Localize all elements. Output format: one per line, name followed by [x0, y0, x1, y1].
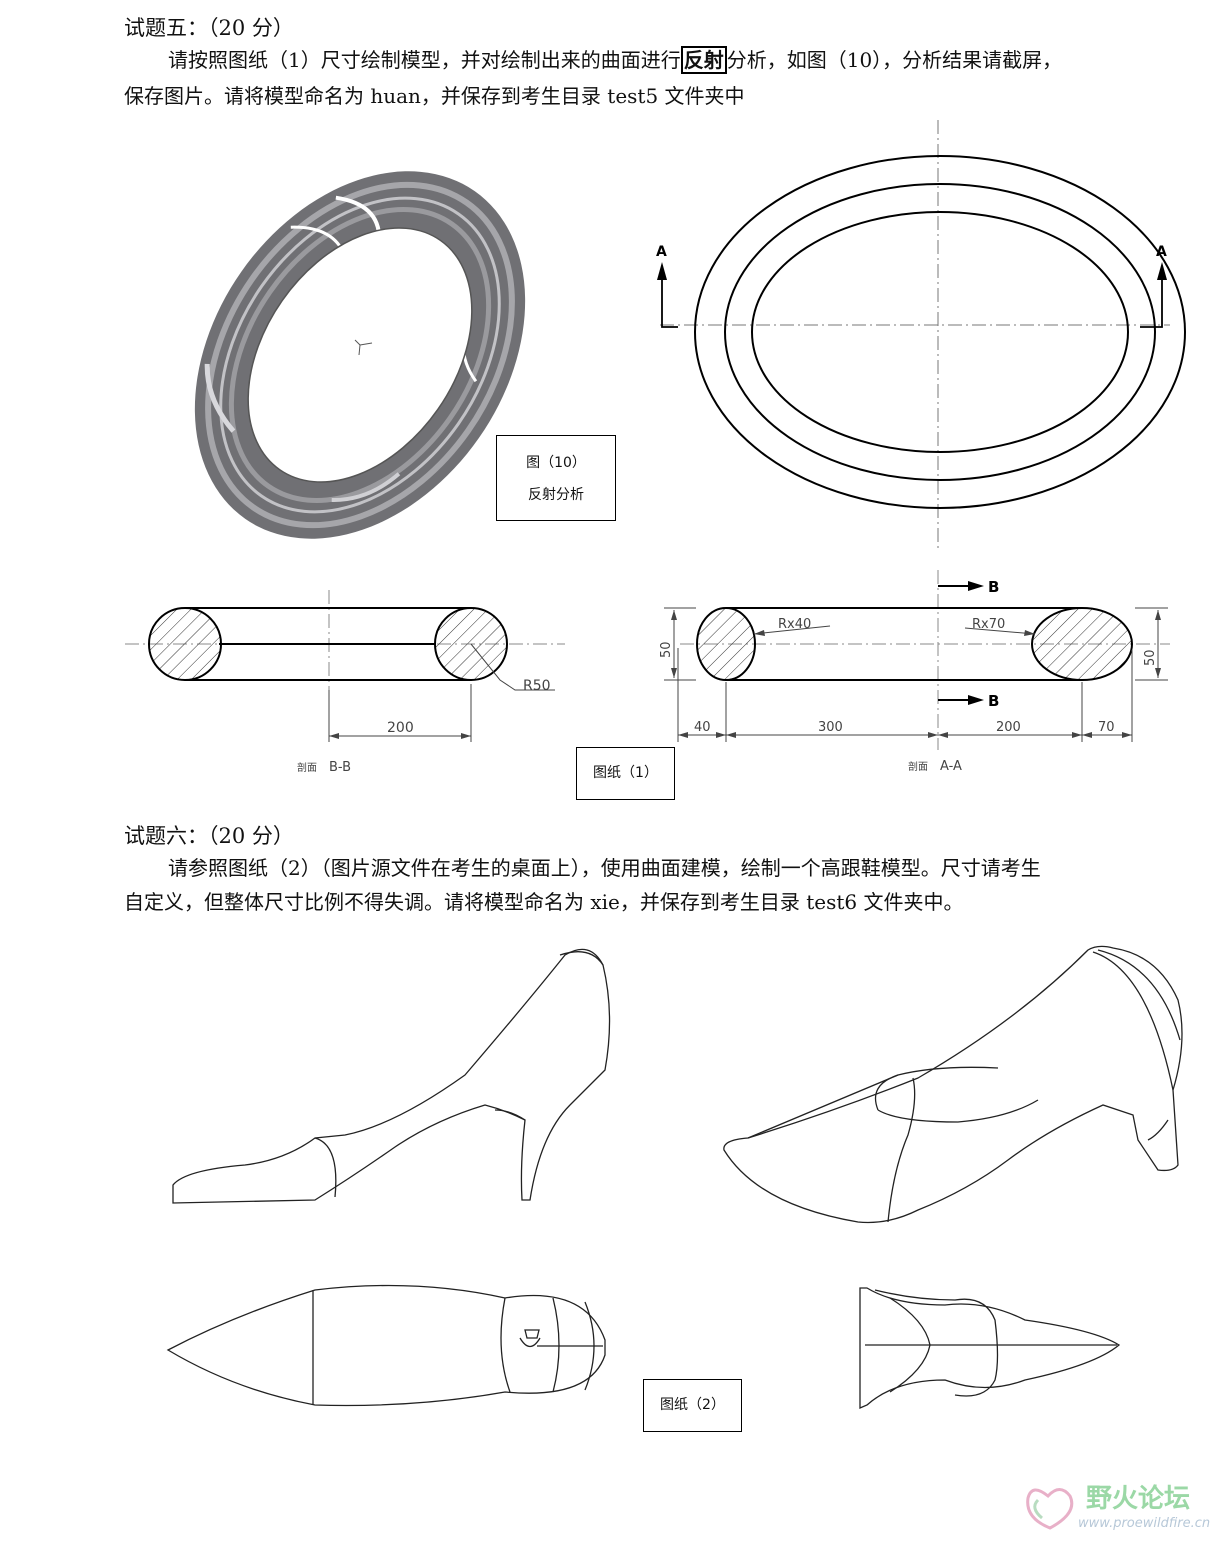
- section-arrow-b-bottom: B: [938, 692, 999, 710]
- dim-50-right: 50: [1143, 649, 1158, 666]
- inner-ring-edge: [751, 211, 1129, 453]
- q5-highlight-word: 反射: [680, 46, 727, 74]
- q5-line1-pre: 请按照图纸（1）尺寸绘制模型，并对绘制出来的曲面进行: [168, 48, 681, 72]
- svg-text:A: A: [1156, 244, 1167, 260]
- q5-paragraph: 请按照图纸（1）尺寸绘制模型，并对绘制出来的曲面进行反射分析，如图（10），分析…: [124, 42, 1184, 78]
- dim-200-left: 200: [387, 720, 414, 736]
- bb-left-section: [148, 607, 222, 681]
- dim-200-right: 200: [996, 720, 1021, 735]
- torus-reflection-render: [194, 171, 526, 539]
- section-arrow-b-top: B: [938, 578, 999, 596]
- torus-top-view: A A: [656, 120, 1186, 550]
- shoe-top-view: [859, 1287, 1121, 1409]
- section-arrow-a-left: A: [656, 244, 678, 328]
- q5-line1-post: 分析，如图（10），分析结果请截屏，: [726, 48, 1063, 72]
- shoe-perspective-view: [723, 945, 1183, 1224]
- q6-line2: 自定义，但整体尺寸比例不得失调。请将模型命名为 xie，并保存到考生目录 tes…: [124, 890, 964, 914]
- section-bb-view: R50 200 剖面 B-B: [125, 590, 565, 775]
- dim-r50: R50: [523, 678, 551, 694]
- aa-section-id: A-A: [940, 759, 962, 774]
- bb-section-id: B-B: [329, 760, 351, 775]
- middle-ring-edge: [724, 183, 1156, 481]
- svg-text:A: A: [656, 244, 667, 260]
- q6-title: 试题六：（20 分）: [124, 824, 294, 848]
- bb-section-word: 剖面: [297, 761, 317, 774]
- csys-icon: [354, 339, 373, 356]
- svg-text:B: B: [988, 692, 999, 710]
- drawing2-caption: 图纸（2）: [643, 1379, 742, 1432]
- dim-rx70: Rx70: [972, 617, 1005, 632]
- shoe-side-view: [172, 948, 611, 1204]
- aa-right-section: [1031, 607, 1133, 681]
- section-arrow-a-right: A: [1140, 244, 1167, 328]
- aa-section-word: 剖面: [908, 760, 928, 773]
- dim-300: 300: [818, 720, 843, 735]
- svg-text:B: B: [988, 578, 999, 596]
- dim-70: 70: [1098, 720, 1115, 735]
- fig10-caption-line1: 图（10）: [526, 455, 586, 471]
- q5-line2: 保存图片。请将模型命名为 huan，并保存到考生目录 test5 文件夹中: [124, 84, 745, 108]
- outer-ring-edge: [694, 155, 1186, 509]
- section-aa-view: B B Rx40 Rx70 50 50 40 300 200 70 剖面 A-A: [659, 570, 1170, 774]
- watermark-logo-icon: [1026, 1488, 1074, 1530]
- dim-rx40: Rx40: [778, 617, 811, 632]
- dim-40: 40: [694, 720, 711, 735]
- dim-50-left: 50: [659, 641, 674, 658]
- q6-line1: 请参照图纸（2）（图片源文件在考生的桌面上），使用曲面建模，绘制一个高跟鞋模型。…: [168, 856, 1041, 880]
- fig10-caption-box: 图（10） 反射分析: [496, 435, 616, 521]
- aa-left-section: [696, 607, 756, 681]
- watermark-url: www.proewildfire.cn: [1078, 1516, 1211, 1531]
- fig10-caption-line2: 反射分析: [528, 487, 584, 503]
- shoe-bottom-view: [166, 1284, 606, 1407]
- watermark-title: 野火论坛: [1086, 1484, 1191, 1514]
- q5-title: 试题五：（20 分）: [124, 16, 294, 40]
- drawing1-caption: 图纸（1）: [576, 747, 675, 800]
